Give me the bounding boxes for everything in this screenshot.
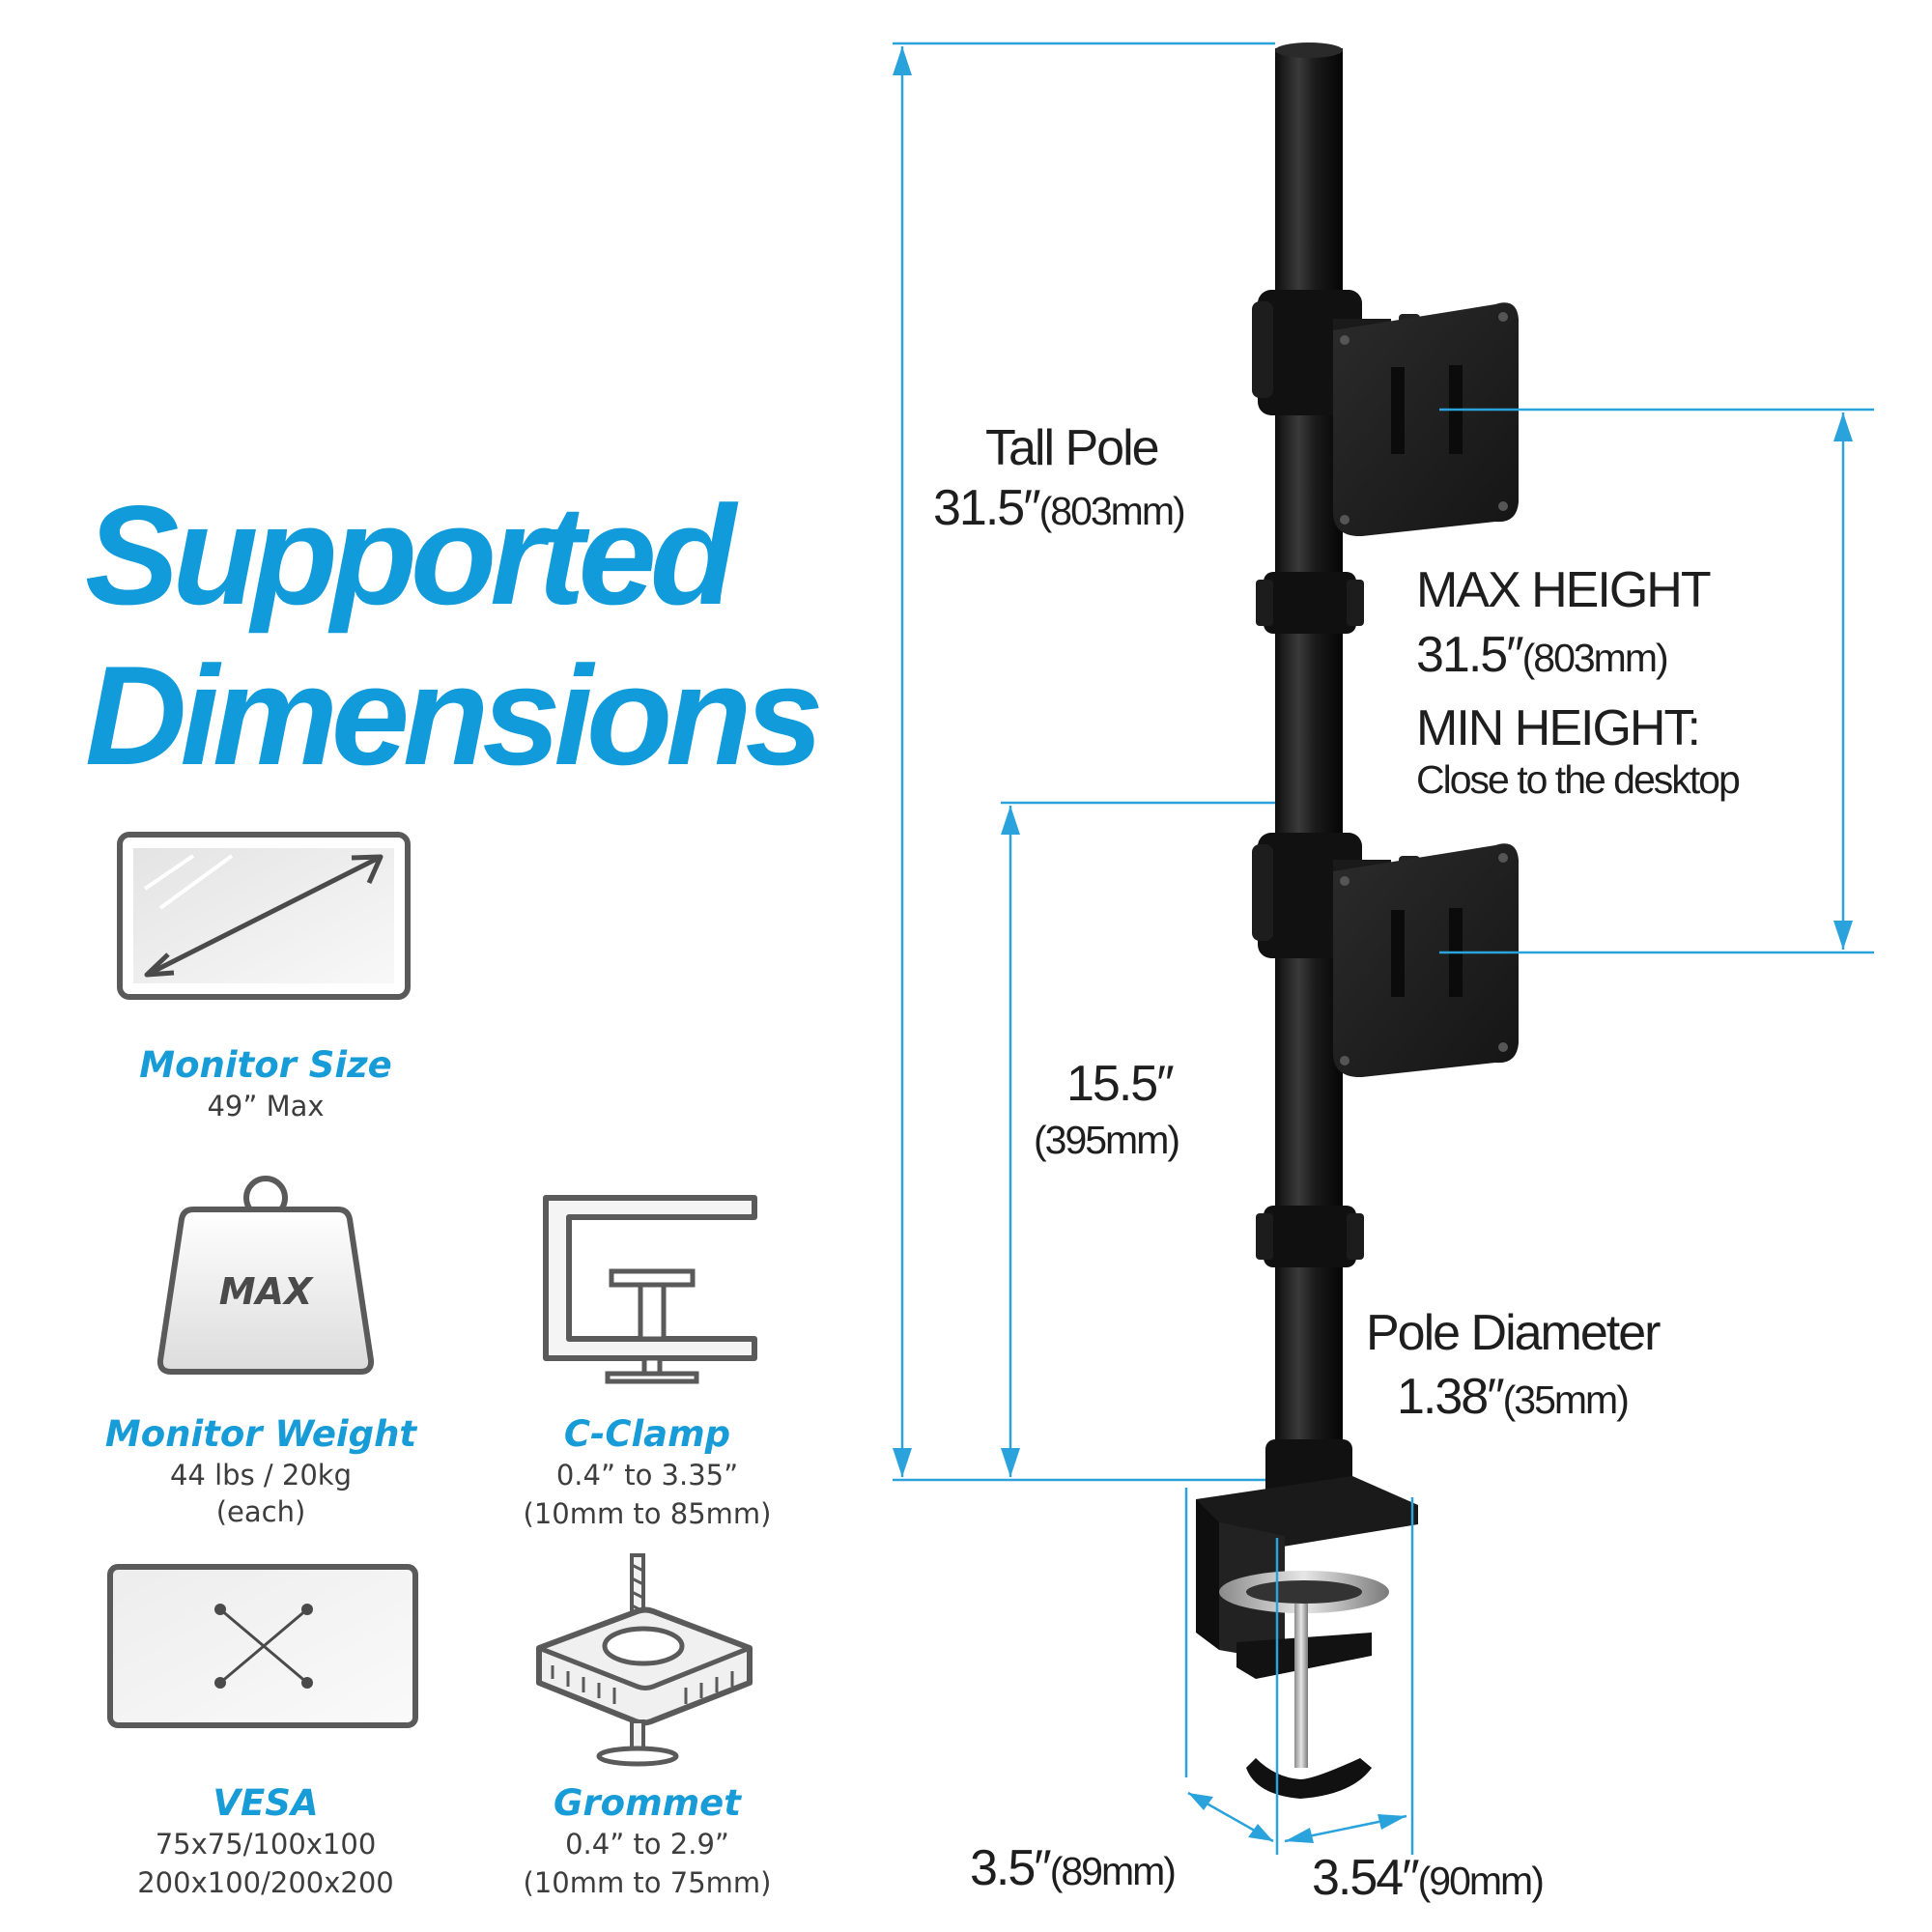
c-clamp-range-in: 0.4” to 3.35” xyxy=(555,1459,739,1492)
pole-diameter-label: Pole Diameter xyxy=(1366,1305,1661,1361)
c-clamp-range-mm: (10mm to 85mm) xyxy=(523,1497,772,1530)
base-width-measure: 3.54″(90mm) xyxy=(1312,1850,1545,1906)
tall-pole-metric: (803mm) xyxy=(1038,489,1186,533)
lower-span-value: 15.5″ xyxy=(1066,1056,1175,1112)
grommet-range-mm: (10mm to 75mm) xyxy=(523,1866,772,1899)
pole-diameter-metric: (35mm) xyxy=(1502,1378,1630,1422)
lower-vesa-mount xyxy=(1252,833,1519,1078)
pole-collar-upper xyxy=(1264,572,1356,634)
pole-cap xyxy=(1275,43,1343,58)
upper-vesa-mount xyxy=(1252,290,1519,537)
c-clamp-icon xyxy=(543,1195,757,1384)
base-width-value: 3.54″ xyxy=(1312,1850,1420,1906)
weight-icon: MAX xyxy=(156,1176,375,1375)
headline-line-2: Dimensions xyxy=(85,637,824,794)
tall-pole-measure: 31.5″(803mm) xyxy=(933,480,1186,536)
max-height-measure: 31.5″(803mm) xyxy=(1416,627,1669,683)
monitor-size-title: Monitor Size xyxy=(139,1044,392,1086)
monitor-weight-title: Monitor Weight xyxy=(104,1413,417,1455)
lower-span-metric: (395mm) xyxy=(1034,1118,1180,1162)
vesa-sizes-2: 200x100/200x200 xyxy=(137,1866,394,1899)
monitor-weight-value: 44 lbs / 20kg xyxy=(169,1459,352,1492)
min-height-note: Close to the desktop xyxy=(1416,757,1741,802)
grommet-range-in: 0.4” to 2.9” xyxy=(565,1828,729,1861)
base-depth-metric: (89mm) xyxy=(1049,1849,1177,1893)
base-depth-measure: 3.5″(89mm) xyxy=(970,1840,1177,1896)
weight-badge: MAX xyxy=(219,1270,314,1313)
max-height-value: 31.5″ xyxy=(1416,627,1524,683)
pole-diameter-value: 1.38″ xyxy=(1397,1369,1505,1425)
pole xyxy=(1275,48,1343,1526)
monitor-size-value: 49” Max xyxy=(207,1090,325,1122)
min-height-label: MIN HEIGHT: xyxy=(1416,700,1701,756)
tall-pole-label: Tall Pole xyxy=(985,420,1160,476)
vesa-sizes-1: 75x75/100x100 xyxy=(155,1828,377,1861)
headline-line-1: Supported xyxy=(85,476,736,634)
monitor-size-icon xyxy=(117,832,411,1000)
monitor-weight-note: (each) xyxy=(215,1495,306,1528)
max-height-label: MAX HEIGHT xyxy=(1416,562,1712,618)
max-height-metric: (803mm) xyxy=(1521,636,1669,680)
vesa-icon xyxy=(107,1564,418,1728)
base-width-metric: (90mm) xyxy=(1417,1859,1545,1903)
grommet-icon xyxy=(536,1553,753,1767)
base-depth-value: 3.5″ xyxy=(970,1840,1052,1896)
tall-pole-value: 31.5″ xyxy=(933,480,1041,536)
grommet-title: Grommet xyxy=(554,1782,741,1824)
desk-clamp xyxy=(1196,1476,1418,1799)
c-clamp-title: C-Clamp xyxy=(563,1413,731,1455)
vesa-title: VESA xyxy=(213,1782,319,1824)
pole-diameter-measure: 1.38″(35mm) xyxy=(1397,1369,1630,1425)
pole-collar-lower xyxy=(1264,1206,1356,1267)
